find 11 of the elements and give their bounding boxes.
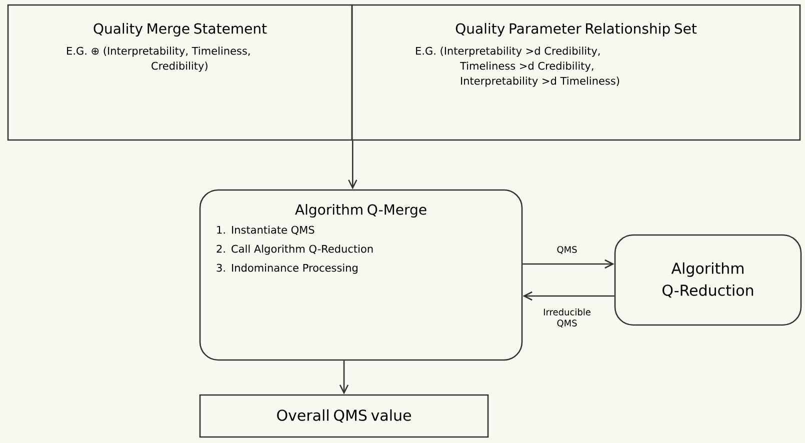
edge-label: Irreducible QMS (544, 308, 590, 328)
result-box: Overall QMS value (199, 394, 489, 438)
rounded-process-box: Algorithm Q-Merge 1. Instantiate QMS 2. Call Algorithm Q-Reduction 3. Indominance Processing (199, 189, 523, 361)
edge-label: QMS (557, 246, 577, 254)
arrow (348, 140, 358, 190)
arrow (522, 259, 614, 269)
rounded-process-box: Algorithm Q-Reduction (614, 234, 802, 326)
arrow (522, 291, 614, 301)
input-box: Quality Merge Statement E.G. ⊕ (Interpretability, Timeliness, Credibility) (7, 4, 353, 141)
input-box: Quality Parameter Relationship Set E.G. (Interpretability >d Credibility, Timeliness >d Credibility, Interpretability >d Timeliness) (351, 4, 801, 141)
arrow (339, 360, 349, 394)
